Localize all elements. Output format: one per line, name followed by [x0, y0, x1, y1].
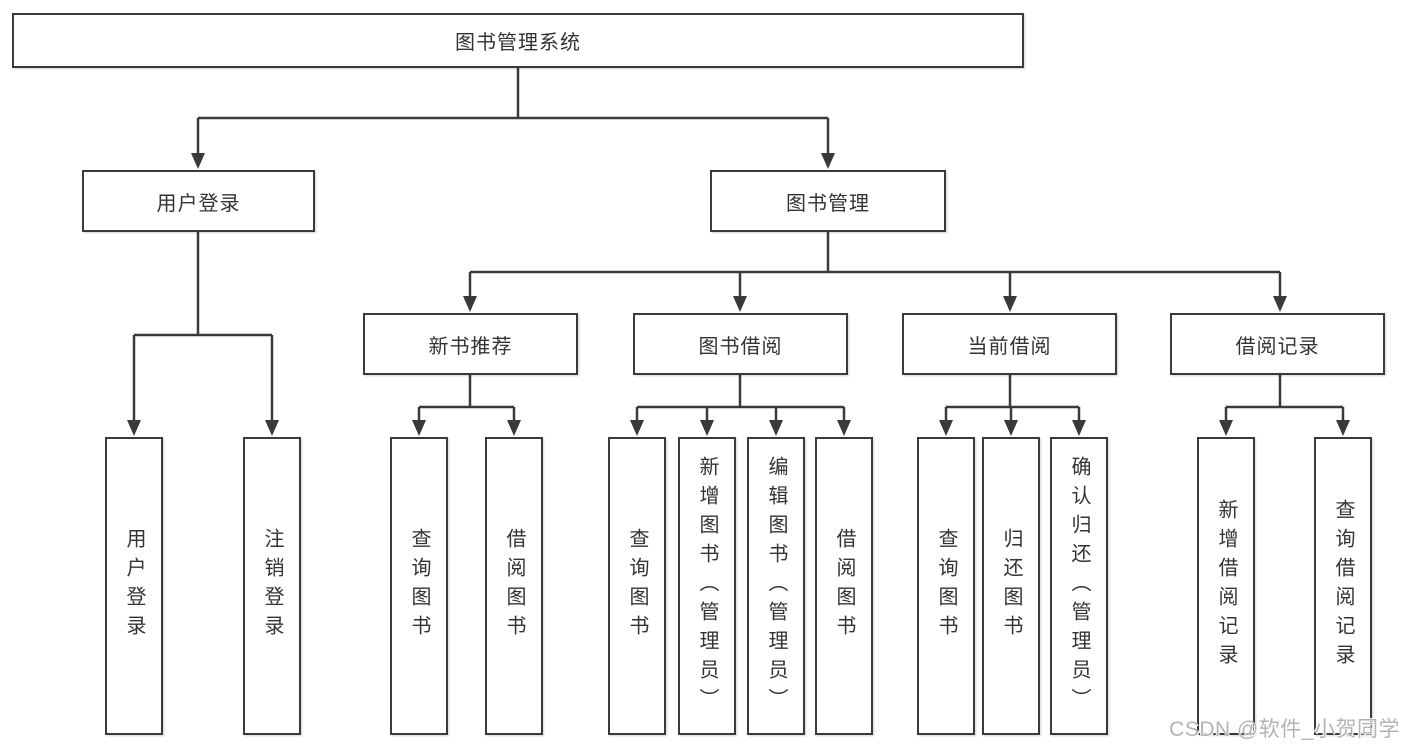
leaf-borrow-query-books: 查询图书: [608, 437, 666, 735]
connector-lines: [132, 68, 1345, 422]
leaf-label: 查询图书: [408, 528, 430, 644]
leaf-label: 新增借阅记录: [1215, 499, 1237, 673]
leaf-label: 编辑图书（管理员）: [765, 455, 787, 717]
node-borrow-records: 借阅记录: [1170, 313, 1385, 375]
node-user-login: 用户登录: [82, 170, 315, 232]
leaf-label: 借阅图书: [833, 528, 855, 644]
leaf-borrow-borrow-books: 借阅图书: [815, 437, 873, 735]
leaf-current-return-books: 归还图书: [982, 437, 1040, 735]
leaf-login-user-login: 用户登录: [105, 437, 163, 735]
leaf-records-query-record: 查询借阅记录: [1314, 437, 1372, 735]
leaf-label: 查询图书: [626, 528, 648, 644]
leaf-current-query-books: 查询图书: [917, 437, 975, 735]
leaf-borrow-add-books-admin: 新增图书（管理员）: [678, 437, 736, 735]
leaf-label: 借阅图书: [503, 528, 525, 644]
node-new-book-recommend: 新书推荐: [363, 313, 578, 375]
leaf-records-add-record: 新增借阅记录: [1197, 437, 1255, 735]
leaf-label: 注销登录: [261, 528, 283, 644]
leaf-borrow-edit-books-admin: 编辑图书（管理员）: [747, 437, 805, 735]
leaf-recommend-query-books: 查询图书: [390, 437, 448, 735]
node-book-borrow: 图书借阅: [633, 313, 848, 375]
csdn-watermark: CSDN @软件_小贺同学: [1169, 718, 1400, 741]
leaf-label: 用户登录: [123, 528, 145, 644]
node-root-library-system: 图书管理系统: [12, 13, 1024, 68]
leaf-label: 归还图书: [1000, 528, 1022, 644]
leaf-label: 确认归还（管理员）: [1068, 455, 1090, 717]
leaf-label: 查询借阅记录: [1332, 499, 1354, 673]
leaf-label: 查询图书: [935, 528, 957, 644]
leaf-login-logout: 注销登录: [243, 437, 301, 735]
node-current-borrow: 当前借阅: [902, 313, 1117, 375]
leaf-recommend-borrow-books: 借阅图书: [485, 437, 543, 735]
leaf-label: 新增图书（管理员）: [696, 455, 718, 717]
leaf-current-confirm-return-admin: 确认归还（管理员）: [1050, 437, 1108, 735]
node-book-management: 图书管理: [710, 170, 946, 232]
